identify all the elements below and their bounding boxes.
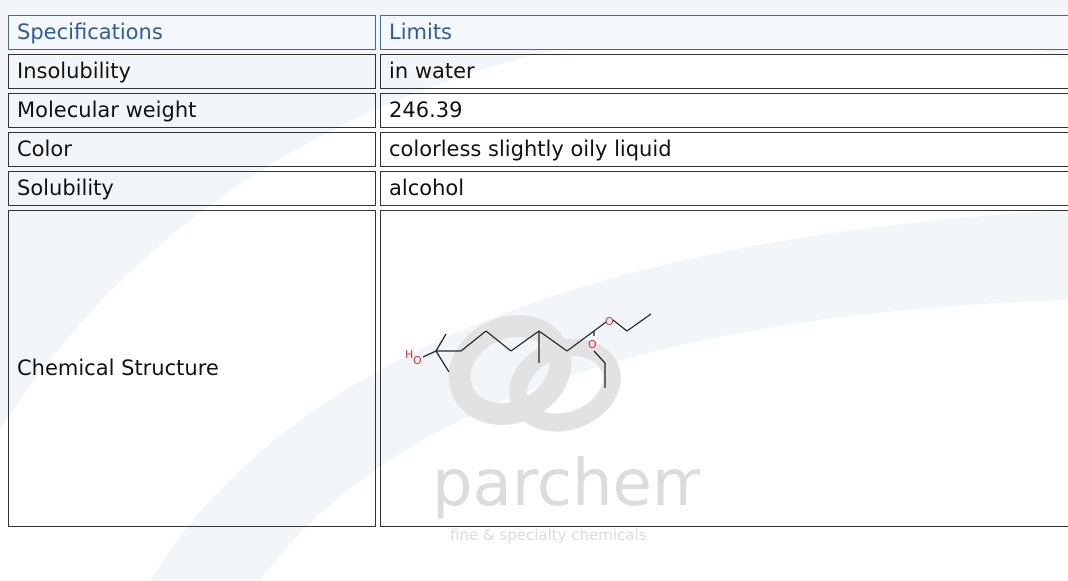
watermark-brand: parchem <box>432 447 700 521</box>
table-row: Insolubility in water <box>8 54 1068 89</box>
spec-cell: Insolubility <box>8 54 376 89</box>
table-row: Color colorless slightly oily liquid <box>8 132 1068 167</box>
spec-cell: Solubility <box>8 171 376 206</box>
table-row: Molecular weight 246.39 <box>8 93 1068 128</box>
parchem-watermark-logo: parchem fine & specialty chemicals <box>432 315 700 544</box>
chemical-structure-row: Chemical Structure <box>8 210 1068 527</box>
atom-o-label: O <box>413 354 422 367</box>
header-specifications: Specifications <box>8 15 376 50</box>
limit-cell: 246.39 <box>380 93 1068 128</box>
limit-cell: alcohol <box>380 171 1068 206</box>
table-header-row: Specifications Limits <box>8 15 1068 50</box>
spec-cell: Molecular weight <box>8 93 376 128</box>
watermark-tagline: fine & specialty chemicals <box>450 526 647 544</box>
spec-cell: Color <box>8 132 376 167</box>
limit-cell: in water <box>380 54 1068 89</box>
structure-cell: H O O O <box>380 210 1068 527</box>
atom-o-label: O <box>588 338 597 351</box>
atom-h-label: H <box>405 348 413 361</box>
table-row: Solubility alcohol <box>8 171 1068 206</box>
specifications-table: Specifications Limits Insolubility in wa… <box>4 11 1068 531</box>
limit-cell: colorless slightly oily liquid <box>380 132 1068 167</box>
spec-cell: Chemical Structure <box>8 210 376 527</box>
atom-o-label: O <box>605 315 614 328</box>
chemical-structure-diagram: H O O O <box>405 312 652 388</box>
header-limits: Limits <box>380 15 1068 50</box>
